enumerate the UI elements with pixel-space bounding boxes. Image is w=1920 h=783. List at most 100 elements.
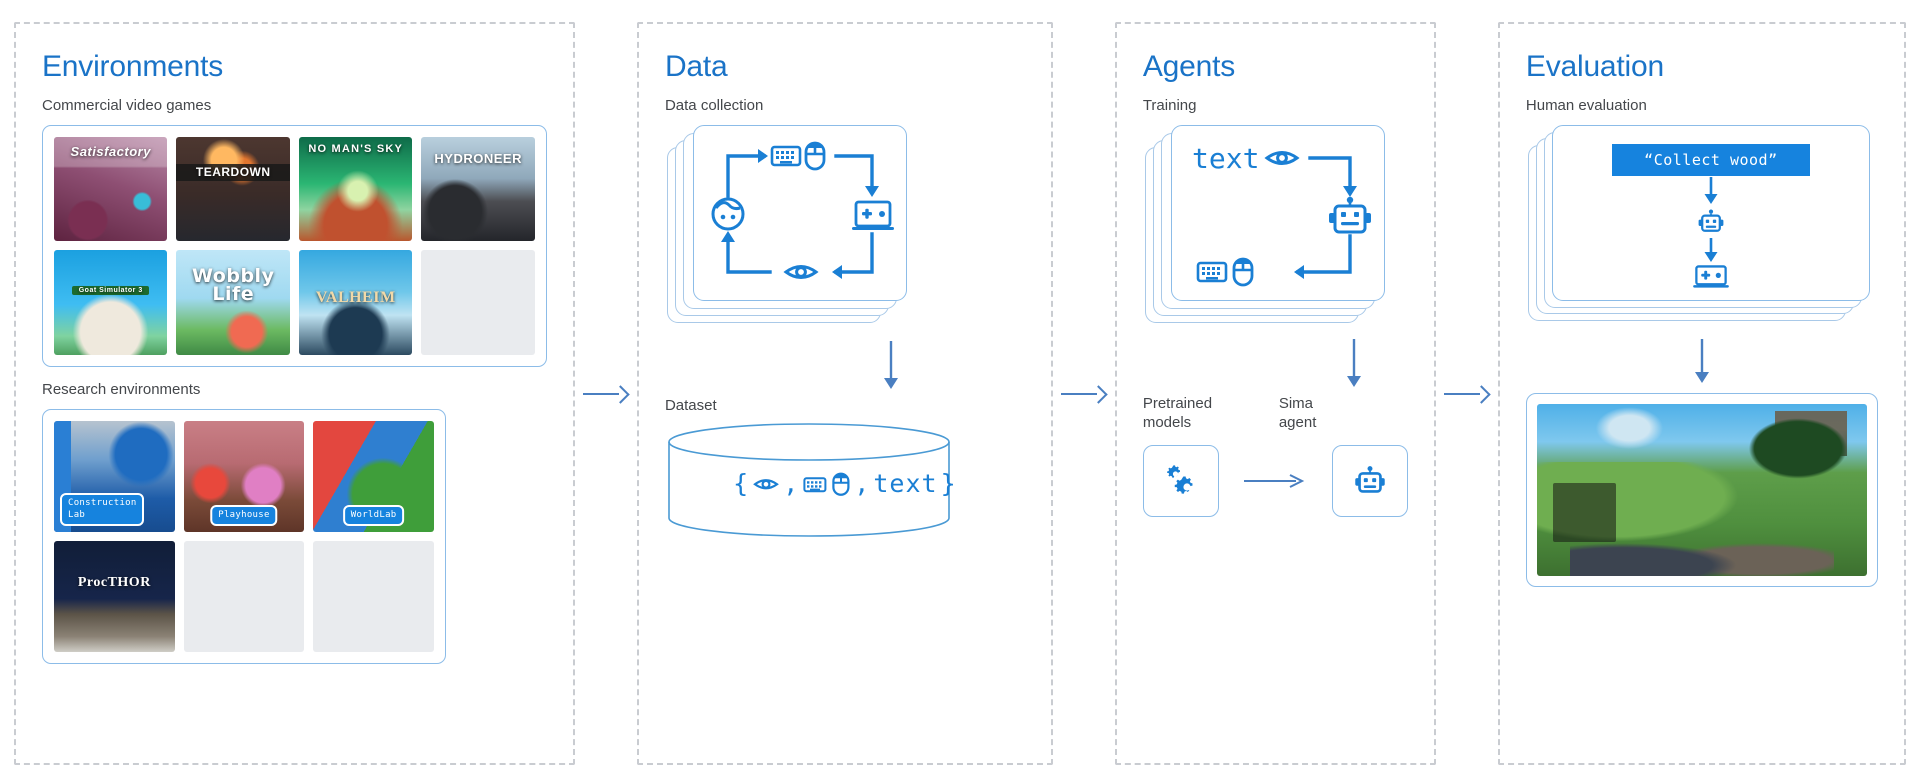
research-art-procthor (54, 540, 175, 652)
eye-icon (783, 265, 819, 279)
page-title-data: Data (664, 50, 728, 83)
research-tile-playhouse[interactable]: Playhouse (183, 420, 305, 532)
agent-loop-diagram: text (1192, 142, 1371, 287)
subtitle-human-evaluation: Human evaluation (1525, 97, 1647, 114)
game-art-hydroneer (421, 137, 535, 242)
game-controller-icon (851, 200, 894, 230)
mouse-icon (804, 141, 826, 171)
arrow-down-to-screenshot (1526, 339, 1878, 385)
game-title-hydroneer: HYDRONEER (434, 150, 522, 166)
game-art-wobbly-life (176, 250, 290, 355)
dataset-close-brace: } (940, 469, 957, 499)
page-title-environments: Environments (42, 50, 224, 83)
research-environments-grid: Construction Lab Playhouse WorldLab Proc… (54, 420, 434, 652)
agent-text-token: text (1192, 142, 1259, 175)
dataset-contents: { , (665, 469, 1025, 498)
game-art-satisfactory (54, 137, 168, 242)
commercial-games-box: Satisfactory TEARDOWN NO MAN'S SKY HYDRO… (42, 125, 547, 367)
mouse-icon (832, 472, 850, 496)
gears-icon (1167, 464, 1193, 494)
arrow-down-to-sima-agent (1301, 339, 1408, 389)
game-tile-wobbly-life[interactable]: Wobbly Life (176, 250, 290, 355)
robot-icon (1328, 196, 1371, 234)
research-tile-placeholder-1 (183, 540, 305, 652)
arrow-down-icon (1704, 238, 1718, 262)
game-title-wobbly-life: Wobbly Life (192, 265, 275, 306)
data-collection-loop-diagram (711, 141, 894, 279)
game-tile-satisfactory[interactable]: Satisfactory (54, 137, 168, 242)
sima-agent-label-line2: agent (1278, 413, 1317, 431)
arrow-right-icon (582, 386, 629, 402)
keyboard-icon (770, 145, 802, 167)
keyboard-icon (803, 476, 827, 492)
arrow-down-to-dataset (757, 341, 1025, 391)
evaluation-card-stack: “Collect wood” (1527, 125, 1878, 325)
research-tile-placeholder-2 (313, 540, 434, 652)
game-tile-teardown[interactable]: TEARDOWN (176, 137, 290, 242)
person-icon (711, 197, 745, 231)
research-label-worldlab: WorldLab (342, 504, 405, 526)
dataset-cylinder: { , (665, 422, 1025, 542)
column-agents: Agents Training text (1114, 22, 1436, 765)
screenshot-structure (1774, 410, 1848, 456)
eye-icon (753, 478, 780, 489)
game-title-teardown: TEARDOWN (176, 164, 290, 181)
research-label-procthor: ProcTHOR (77, 575, 151, 591)
dataset-comma-1: , (783, 469, 800, 499)
evaluation-flow: “Collect wood” (1553, 126, 1869, 304)
mouse-icon (1232, 257, 1254, 287)
gameplay-screenshot (1536, 404, 1868, 576)
dataset-open-brace: { (733, 469, 750, 499)
game-tile-no-mans-sky[interactable]: NO MAN'S SKY (298, 137, 413, 242)
eye-icon (1264, 151, 1300, 165)
game-art-valheim (298, 250, 413, 355)
dataset-comma-2: , (854, 469, 871, 499)
pretrained-models-label-line2: models (1142, 413, 1192, 431)
game-tile-hydroneer[interactable]: HYDRONEER (421, 137, 535, 242)
data-collection-card-stack (666, 125, 1025, 325)
column-data: Data Data collection (636, 22, 1053, 765)
pretrained-models-box[interactable] (1142, 444, 1219, 517)
page-title-evaluation: Evaluation (1525, 50, 1664, 83)
game-title-satisfactory: Satisfactory (70, 144, 151, 160)
research-tile-procthor[interactable]: ProcTHOR (54, 540, 175, 652)
connector-data-to-agents (1053, 22, 1115, 765)
pretrained-models-label-line1: Pretrained (1142, 395, 1213, 412)
connector-environments-to-data (575, 22, 637, 765)
arrow-right-icon (1244, 473, 1305, 488)
game-art-no-mans-sky (298, 137, 413, 242)
game-tile-valheim[interactable]: VALHEIM (298, 250, 413, 355)
arrow-down-icon (1704, 177, 1718, 204)
dataset-label: Dataset (664, 397, 717, 414)
dataset-cylinder-shape (668, 423, 950, 537)
task-command-chip: “Collect wood” (1611, 144, 1810, 176)
game-controller-icon (1693, 265, 1729, 288)
arrow-right-icon (1443, 386, 1490, 402)
robot-icon (1698, 209, 1724, 232)
game-tile-placeholder (421, 250, 535, 355)
research-tile-worldlab[interactable]: WorldLab (313, 420, 434, 532)
page-title-agents: Agents (1142, 50, 1236, 83)
robot-icon (1355, 465, 1385, 493)
research-environments-box: Construction Lab Playhouse WorldLab Proc… (42, 408, 446, 664)
connector-agents-to-evaluation (1436, 22, 1498, 765)
arrow-right-icon (1060, 386, 1107, 402)
subtitle-data-collection: Data collection (664, 97, 764, 114)
sima-agent-label: Sima agent (1279, 395, 1317, 433)
arrow-down-icon (883, 341, 898, 389)
sima-agent-box[interactable] (1331, 444, 1408, 517)
subtitle-research-environments: Research environments (42, 380, 201, 398)
commercial-games-grid: Satisfactory TEARDOWN NO MAN'S SKY HYDRO… (54, 137, 535, 355)
research-tile-construction-lab[interactable]: Construction Lab (54, 420, 175, 532)
pretrained-models-label: Pretrained models (1143, 395, 1279, 433)
agents-card-stack: text (1144, 125, 1408, 325)
game-tile-goat-simulator[interactable]: Goat Simulator 3 (54, 250, 168, 355)
arrow-down-icon (1347, 339, 1362, 387)
game-art-goat-simulator (54, 250, 168, 355)
evaluation-task-card: “Collect wood” (1551, 125, 1870, 304)
game-title-valheim: VALHEIM (315, 289, 396, 307)
data-collection-loop-card (692, 125, 907, 301)
research-label-playhouse: Playhouse (210, 504, 278, 526)
arrow-pretrained-to-sima (1219, 473, 1332, 489)
